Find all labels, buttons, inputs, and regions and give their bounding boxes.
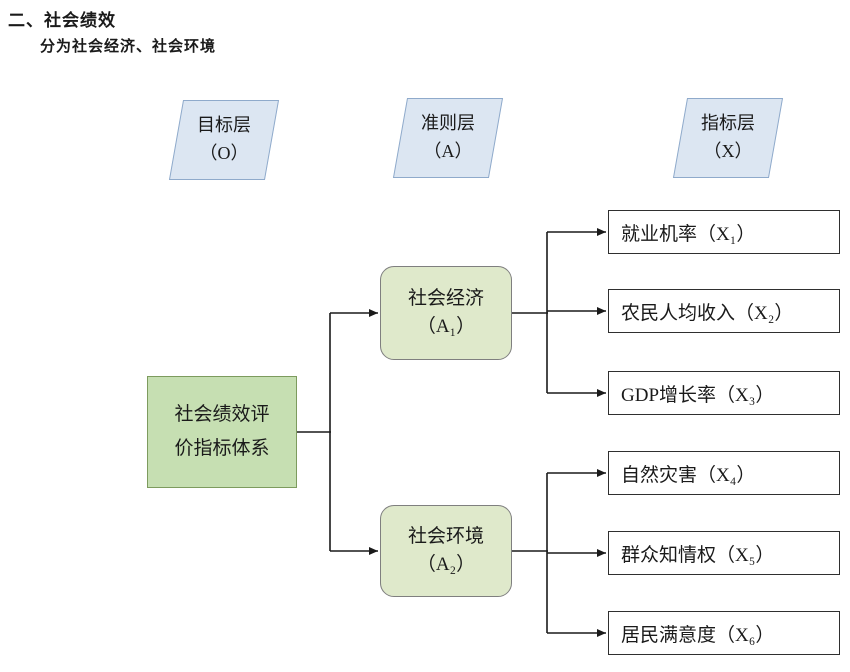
layer-name: 准则层 — [421, 113, 475, 134]
indicator-node-x3: GDP增长率（X₃） — [608, 371, 840, 415]
criteria-code: （A₂） — [416, 554, 476, 575]
layer-name: 目标层 — [197, 115, 251, 136]
indicator-label: GDP增长率（X₃） — [621, 384, 775, 406]
page-title: 二、社会绩效 — [8, 11, 116, 30]
indicator-label: 农民人均收入（X₂） — [621, 302, 794, 324]
environment-branch-connectors — [512, 469, 606, 637]
indicator-node-x2: 农民人均收入（X₂） — [608, 289, 840, 333]
layer-header-indicator: 指标层 （X） — [672, 98, 784, 178]
indicator-node-x4: 自然灾害（X₄） — [608, 451, 840, 495]
criteria-node-a1: 社会经济 （A₁） — [380, 266, 512, 360]
page-subtitle: 分为社会经济、社会环境 — [40, 38, 217, 55]
indicator-node-x1: 就业机率（X₁） — [608, 210, 840, 254]
layer-header-goal: 目标层 （O） — [168, 100, 280, 180]
layer-code: （X） — [703, 141, 753, 161]
criteria-code: （A₁） — [416, 316, 476, 337]
economy-branch-connectors — [512, 228, 606, 397]
indicator-label: 居民满意度（X₆） — [621, 624, 775, 646]
criteria-node-a2: 社会环境 （A₂） — [380, 505, 512, 597]
criteria-name: 社会环境 — [407, 525, 484, 547]
indicator-label: 群众知情权（X₅） — [621, 544, 775, 566]
root-node-line2: 价指标体系 — [174, 438, 270, 459]
root-node: 社会绩效评 价指标体系 — [147, 376, 297, 488]
indicator-label: 就业机率（X₁） — [621, 223, 756, 245]
indicator-node-x5: 群众知情权（X₅） — [608, 531, 840, 575]
root-node-line1: 社会绩效评 — [174, 403, 270, 425]
layer-name: 指标层 — [701, 113, 755, 134]
indicator-node-x6: 居民满意度（X₆） — [608, 611, 840, 655]
indicator-label: 自然灾害（X₄） — [621, 464, 756, 486]
layer-header-criteria: 准则层 （A） — [392, 98, 504, 178]
criteria-name: 社会经济 — [407, 287, 484, 309]
root-branch-connectors — [297, 309, 378, 555]
layer-code: （O） — [199, 143, 249, 163]
layer-code: （A） — [423, 141, 473, 161]
